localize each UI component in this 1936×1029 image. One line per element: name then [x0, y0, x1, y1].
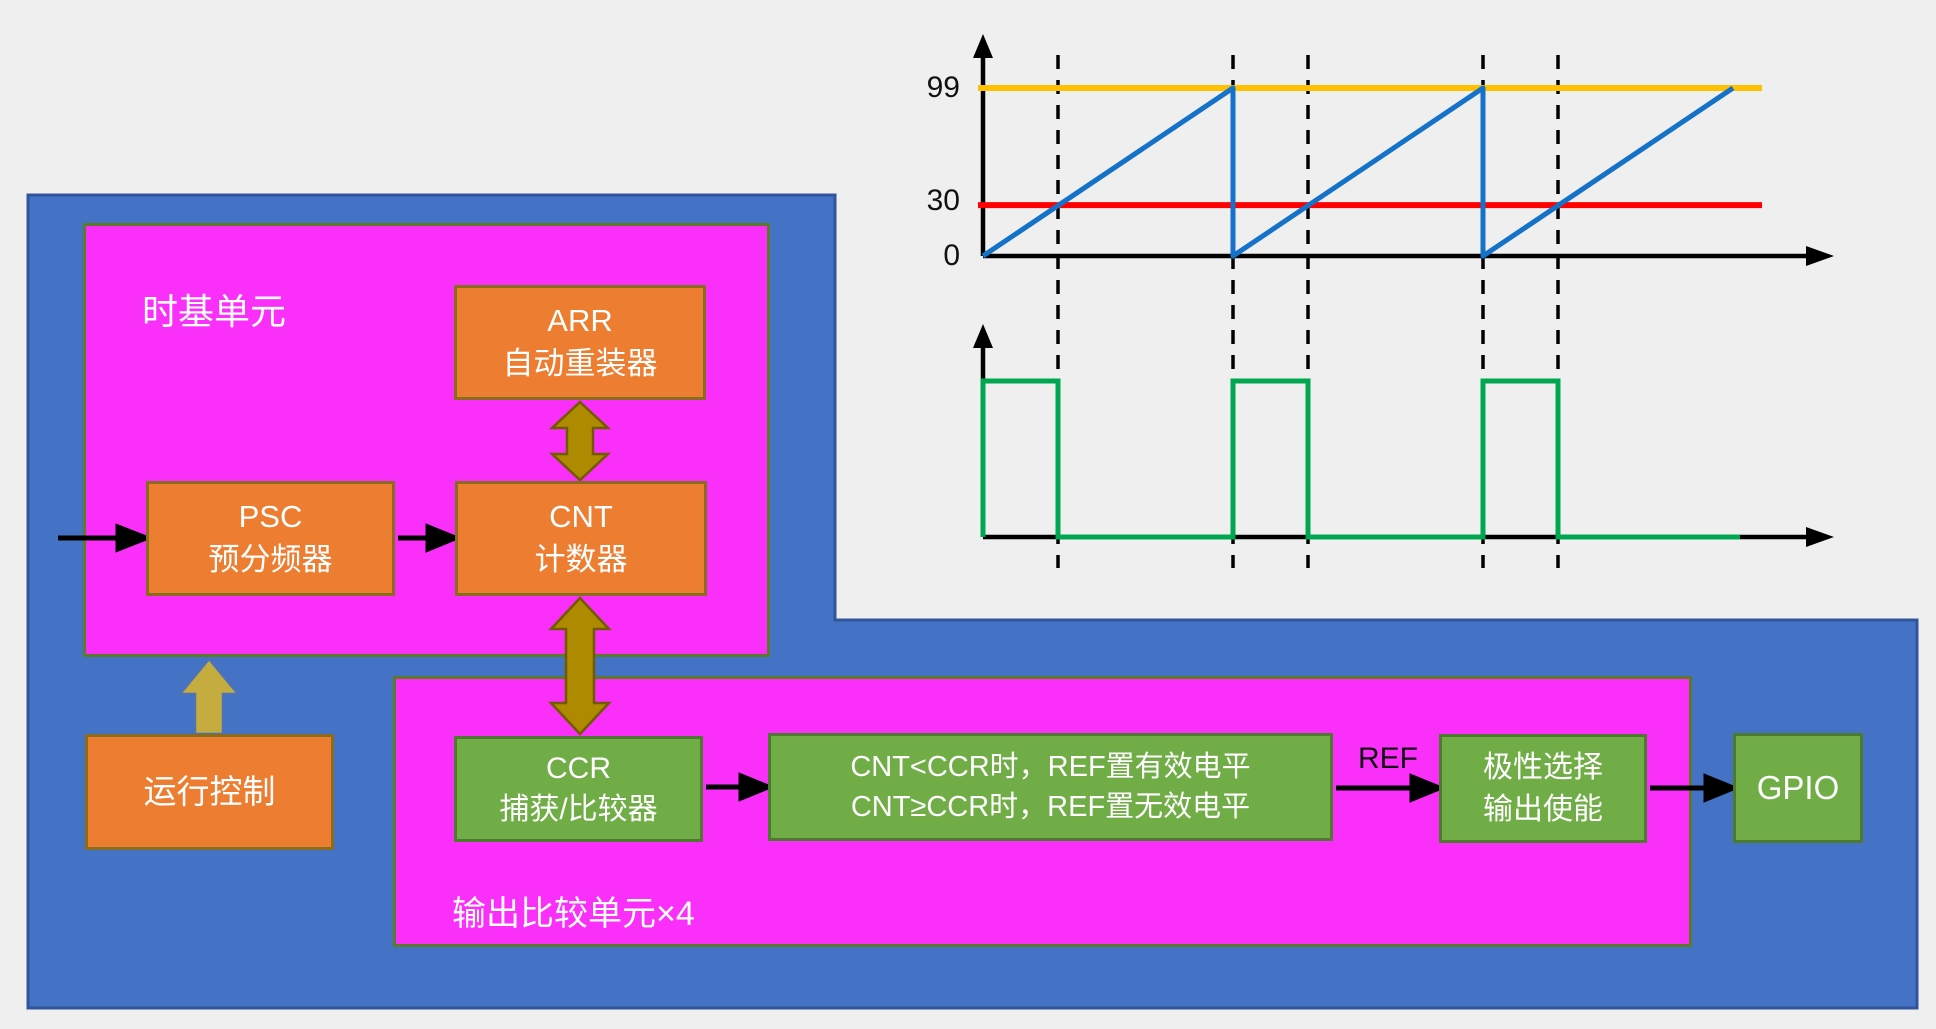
- arr-sublabel: 自动重装器: [502, 345, 658, 381]
- ytick-30: 30: [926, 184, 960, 217]
- polarity-label: 极性选择: [1483, 751, 1603, 785]
- ccr-label: CCR: [546, 751, 611, 785]
- polarity-to-gpio-arrowhead: [1703, 773, 1740, 803]
- output-compare-unit-title: 输出比较单元×4: [452, 895, 695, 933]
- psc-register-box: PSC 预分频器: [146, 481, 395, 596]
- compare-logic-box: CNT<CCR时，REF置有效电平 CNT≥CCR时，REF置无效电平: [768, 733, 1333, 841]
- cnt-label: CNT: [549, 498, 613, 534]
- polarity-output-enable-box: 极性选择 输出使能: [1439, 734, 1647, 843]
- psc-label: PSC: [238, 498, 303, 534]
- cnt-sublabel: 计数器: [534, 541, 628, 577]
- ytick-0: 0: [943, 239, 960, 272]
- timebase-unit-title: 时基单元: [142, 291, 287, 332]
- ytick-99: 99: [926, 71, 960, 104]
- ccr-register-box: CCR 捕获/比较器: [454, 736, 703, 842]
- compare-logic-line2: CNT≥CCR时，REF置无效电平: [850, 791, 1251, 823]
- gpio-box: GPIO: [1733, 733, 1863, 843]
- output-enable-label: 输出使能: [1483, 792, 1603, 826]
- run-control-label: 运行控制: [143, 773, 276, 811]
- compare-logic-line1: CNT<CCR时，REF置有效电平: [850, 750, 1251, 783]
- waveform-charts: [973, 34, 1834, 568]
- runcontrol-to-timebase-arrow: [177, 657, 241, 736]
- run-control-box: 运行控制: [85, 734, 334, 850]
- arr-label: ARR: [547, 302, 613, 338]
- psc-sublabel: 预分频器: [208, 541, 333, 577]
- cnt-register-box: CNT 计数器: [455, 481, 707, 596]
- ccr-sublabel: 捕获/比较器: [499, 793, 658, 826]
- ref-signal-label: REF: [1358, 742, 1418, 775]
- gpio-label: GPIO: [1756, 769, 1840, 807]
- arr-register-box: ARR 自动重装器: [454, 285, 706, 400]
